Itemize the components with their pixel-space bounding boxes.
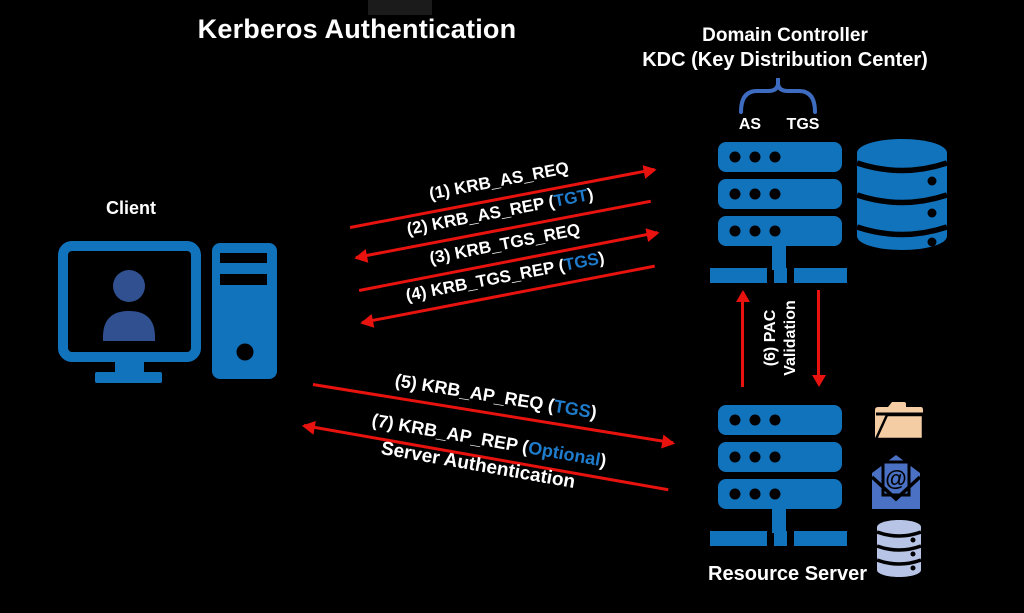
brace-icon [739, 78, 817, 114]
kdc-server-icon [710, 142, 847, 283]
kdc-title-line2: KDC (Key Distribution Center) [642, 49, 928, 71]
pac-line2: Validation [782, 300, 799, 376]
flow-highlight: TGT [552, 185, 590, 211]
pac-arrow-up [735, 290, 750, 387]
folder-icon [874, 402, 925, 441]
pac-validation-label: (6) PAC Validation [738, 295, 824, 381]
arrowhead-icon [661, 434, 677, 451]
email-icon: @ [870, 455, 922, 509]
arrowhead-icon [735, 290, 750, 302]
flow-highlight: TGS [552, 395, 593, 422]
kdc-header: Domain Controller KDC (Key Distribution … [615, 24, 955, 73]
resource-server-icon [710, 405, 847, 546]
arrowhead-icon [811, 375, 826, 387]
page-title: Kerberos Authentication [197, 14, 517, 44]
resource-server-label: Resource Server [708, 563, 867, 585]
arrowhead-icon [300, 418, 316, 435]
arrowhead-icon [358, 313, 375, 330]
client-label: Client [105, 198, 156, 218]
user-body-icon [103, 311, 155, 341]
power-button-icon [236, 343, 254, 361]
pac-arrow-down [811, 290, 826, 387]
user-head-icon [113, 270, 145, 302]
client-computer-icon [58, 241, 277, 383]
pac-line1: (6) PAC [762, 309, 779, 367]
kdc-tgs-label: TGS [786, 116, 820, 133]
kdc-database-icon [857, 139, 947, 250]
kdc-as-label: AS [738, 116, 762, 133]
top-artifact-bar [368, 0, 432, 15]
at-sign-glyph: @ [885, 466, 906, 491]
database-icon [877, 520, 921, 577]
flow-highlight: TGS [562, 249, 601, 275]
kdc-title-line1: Domain Controller [702, 25, 868, 46]
